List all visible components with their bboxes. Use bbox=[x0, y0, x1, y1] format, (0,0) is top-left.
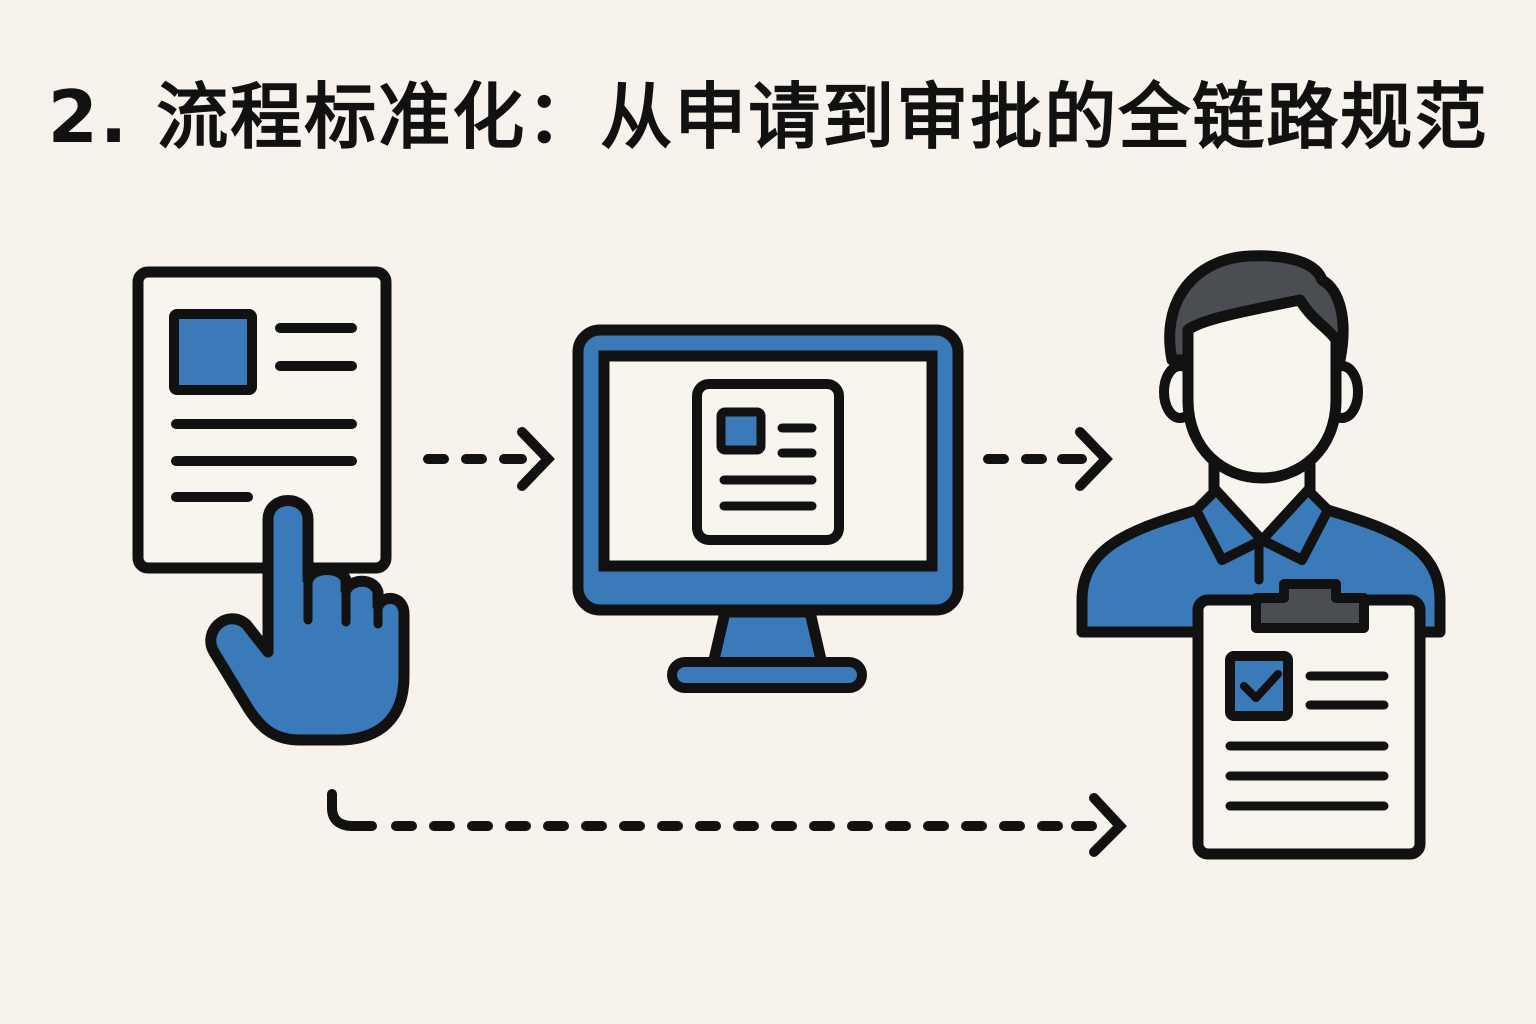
document-with-pointing-hand-icon bbox=[132, 266, 410, 746]
dashed-arrow-icon bbox=[423, 427, 555, 491]
approver-person-icon bbox=[1076, 250, 1446, 638]
computer-monitor-with-form-icon bbox=[572, 324, 964, 693]
dashed-elbow-arrow-icon bbox=[327, 789, 1127, 857]
dashed-arrow-icon bbox=[983, 427, 1113, 491]
checklist-clipboard-icon bbox=[1192, 579, 1426, 860]
page-title: 2. 流程标准化：从申请到审批的全链路规范 bbox=[47, 75, 1489, 159]
checkmark-icon bbox=[1240, 670, 1282, 702]
